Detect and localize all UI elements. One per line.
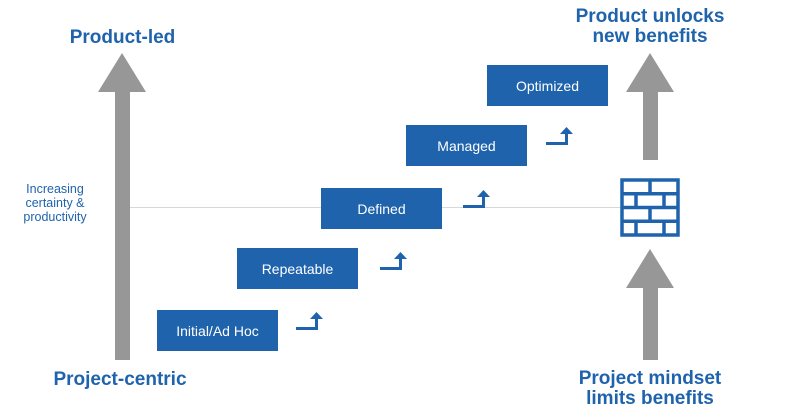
step-initial-ad-hoc: Initial/Ad Hoc: [157, 310, 278, 351]
project-centric-heading: Project-centric: [53, 369, 187, 390]
project-mindset-line-1: Project mindset: [578, 368, 722, 389]
product-unlocks-line-2: new benefits: [592, 26, 708, 47]
step-managed: Managed: [406, 125, 527, 166]
brick-wall-icon: [620, 178, 680, 237]
step-optimized: Optimized: [487, 65, 608, 106]
product-led-up-arrow-icon: [98, 53, 146, 360]
project-mindset-line-2: limits benefits: [586, 388, 714, 409]
side-label-line-3: productivity: [23, 210, 87, 224]
step-up-arrow-icon: [463, 190, 490, 208]
benefits-up-arrow-icon: [626, 53, 674, 160]
step-defined: Defined: [321, 188, 442, 229]
step-repeatable: Repeatable: [237, 248, 358, 289]
product-led-heading: Product-led: [69, 27, 176, 48]
project-mindset-heading: Project mindset limits benefits: [560, 369, 740, 409]
product-unlocks-line-1: Product unlocks: [575, 6, 725, 27]
product-unlocks-heading: Product unlocks new benefits: [560, 7, 740, 47]
step-up-arrow-icon: [380, 252, 407, 270]
side-label-line-1: Increasing: [26, 182, 84, 196]
increasing-certainty-label: Increasing certainty & productivity: [2, 182, 108, 224]
side-label-line-2: certainty &: [25, 196, 85, 210]
step-up-arrow-icon: [546, 127, 573, 145]
project-mindset-up-arrow-icon: [626, 249, 674, 360]
step-up-arrow-icon: [296, 312, 323, 330]
